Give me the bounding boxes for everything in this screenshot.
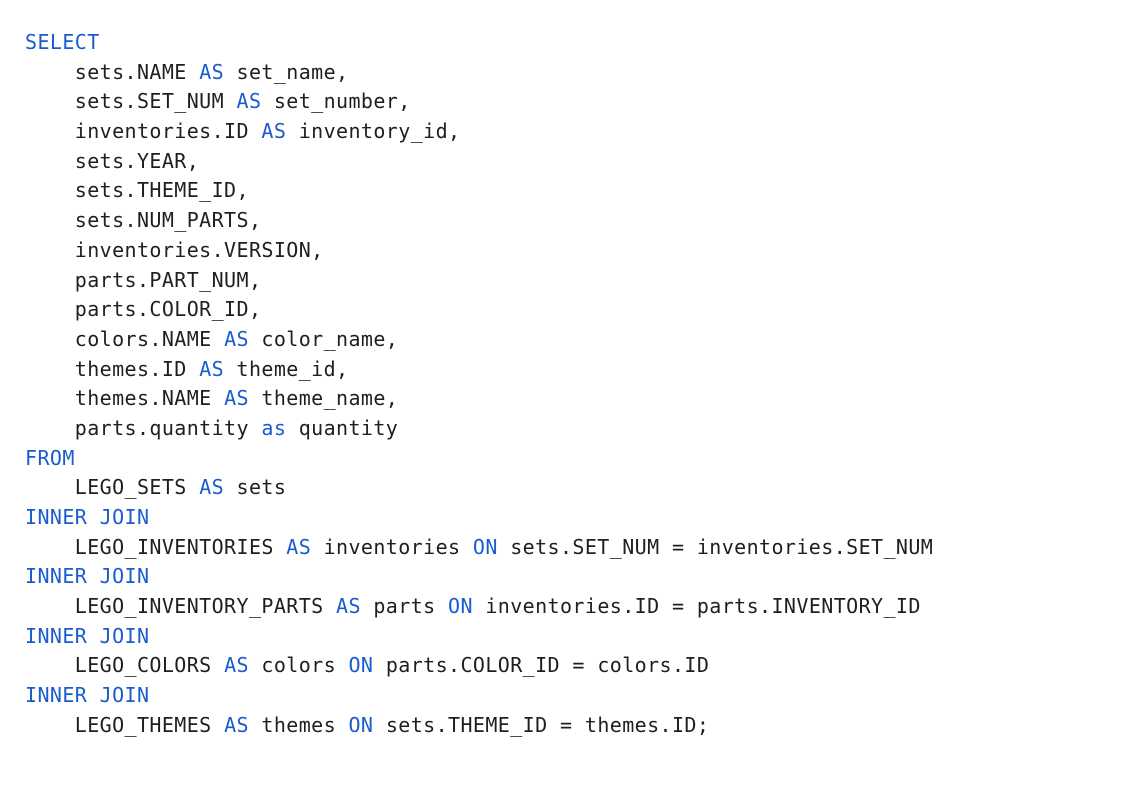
code-text: inventories.VERSION, xyxy=(25,237,324,262)
code-text: LEGO_COLORS xyxy=(25,653,225,678)
code-text: parts.COLOR_ID = colors.ID xyxy=(373,653,710,678)
code-text: LEGO_SETS xyxy=(25,475,200,500)
code-line: parts.COLOR_ID, xyxy=(25,295,1115,325)
code-line: sets.THEME_ID, xyxy=(25,176,1115,206)
code-text: colors xyxy=(248,653,349,678)
code-line: FROM xyxy=(25,444,1115,474)
code-line: INNER JOIN xyxy=(25,681,1115,711)
code-line: colors.NAME AS color_name, xyxy=(25,325,1115,355)
sql-keyword: as xyxy=(261,415,287,440)
code-text: quantity xyxy=(286,415,399,440)
code-text: themes.ID xyxy=(25,356,200,381)
code-text: sets.SET_NUM = inventories.SET_NUM xyxy=(497,534,934,559)
code-text: sets.NAME xyxy=(25,59,200,84)
code-text: parts xyxy=(360,594,449,619)
sql-keyword: AS xyxy=(261,119,287,144)
code-line: LEGO_SETS AS sets xyxy=(25,473,1115,503)
code-line: sets.YEAR, xyxy=(25,147,1115,177)
sql-keyword: AS xyxy=(224,653,249,678)
sql-keyword: ON xyxy=(348,712,374,737)
sql-keyword: INNER JOIN xyxy=(25,623,150,648)
sql-keyword: FROM xyxy=(25,445,75,470)
sql-keyword: AS xyxy=(224,326,249,351)
sql-keyword: AS xyxy=(336,594,361,619)
code-line: themes.NAME AS theme_name, xyxy=(25,384,1115,414)
sql-keyword: AS xyxy=(286,534,312,559)
sql-keyword: ON xyxy=(448,594,473,619)
code-line: INNER JOIN xyxy=(25,622,1115,652)
code-text: sets.YEAR, xyxy=(25,148,200,173)
code-text: LEGO_THEMES xyxy=(25,712,225,737)
code-line: sets.SET_NUM AS set_number, xyxy=(25,87,1115,117)
code-text: themes xyxy=(248,712,349,737)
code-text: parts.COLOR_ID, xyxy=(25,297,262,322)
sql-keyword: INNER JOIN xyxy=(25,683,150,708)
code-text: sets.THEME_ID, xyxy=(25,178,249,203)
code-text: inventories.ID = parts.INVENTORY_ID xyxy=(472,594,921,619)
sql-keyword: AS xyxy=(224,712,249,737)
code-line: inventories.VERSION, xyxy=(25,236,1115,266)
sql-keyword: INNER JOIN xyxy=(25,505,150,529)
code-text: inventories.ID xyxy=(25,119,262,144)
code-text: sets.THEME_ID = themes.ID; xyxy=(373,712,710,737)
code-line: LEGO_INVENTORY_PARTS AS parts ON invento… xyxy=(25,592,1115,622)
code-text: set_number, xyxy=(261,89,411,114)
code-line: INNER JOIN xyxy=(25,503,1115,533)
code-text: sets xyxy=(224,475,287,500)
code-text: color_name, xyxy=(248,326,399,351)
sql-keyword: AS xyxy=(236,89,262,114)
code-line: LEGO_THEMES AS themes ON sets.THEME_ID =… xyxy=(25,711,1115,741)
code-text: set_name, xyxy=(224,59,349,84)
sql-keyword: SELECT xyxy=(25,30,100,54)
code-line: parts.quantity as quantity xyxy=(25,414,1115,444)
code-line: inventories.ID AS inventory_id, xyxy=(25,117,1115,147)
code-text: LEGO_INVENTORIES xyxy=(25,534,287,559)
code-text: LEGO_INVENTORY_PARTS xyxy=(25,594,337,619)
code-text: theme_id, xyxy=(224,356,349,381)
sql-keyword: INNER JOIN xyxy=(25,564,150,589)
code-text: inventories xyxy=(311,534,473,559)
code-text: inventory_id, xyxy=(286,119,461,144)
code-line: sets.NAME AS set_name, xyxy=(25,58,1115,88)
sql-code-block: SELECT sets.NAME AS set_name, sets.SET_N… xyxy=(25,28,1115,741)
sql-keyword: AS xyxy=(199,356,225,381)
code-text: colors.NAME xyxy=(25,326,225,351)
code-text: theme_name, xyxy=(248,386,399,411)
code-line: LEGO_COLORS AS colors ON parts.COLOR_ID … xyxy=(25,651,1115,681)
code-text: parts.PART_NUM, xyxy=(25,267,262,292)
code-text: sets.NUM_PARTS, xyxy=(25,208,262,233)
code-line: themes.ID AS theme_id, xyxy=(25,355,1115,385)
code-line: LEGO_INVENTORIES AS inventories ON sets.… xyxy=(25,533,1115,563)
code-text: parts.quantity xyxy=(25,415,262,440)
sql-keyword: ON xyxy=(348,653,374,678)
code-text: sets.SET_NUM xyxy=(25,89,237,114)
code-line: parts.PART_NUM, xyxy=(25,266,1115,296)
code-text: themes.NAME xyxy=(25,386,225,411)
sql-keyword: AS xyxy=(199,475,225,500)
sql-keyword: ON xyxy=(472,534,498,559)
sql-keyword: AS xyxy=(224,386,249,411)
sql-keyword: AS xyxy=(199,59,225,84)
code-line: INNER JOIN xyxy=(25,562,1115,592)
code-line: SELECT xyxy=(25,28,1115,58)
code-line: sets.NUM_PARTS, xyxy=(25,206,1115,236)
